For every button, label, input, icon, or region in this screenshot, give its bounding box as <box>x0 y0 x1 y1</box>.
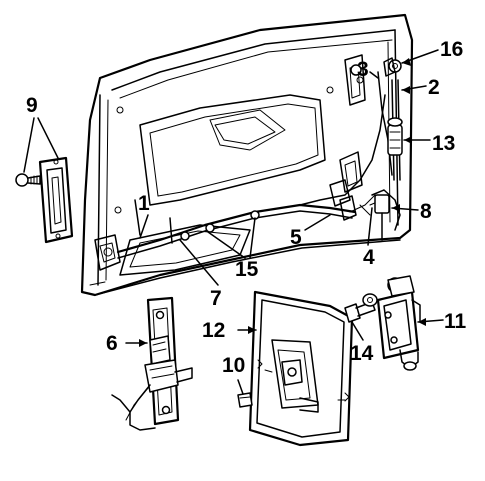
callout-9: 9 <box>26 94 38 117</box>
callout-10: 10 <box>222 354 245 377</box>
callout-1: 1 <box>138 192 150 215</box>
part-9-bracket <box>15 156 74 244</box>
part-11-hinge-latch <box>376 275 421 371</box>
callout-2: 2 <box>428 76 440 99</box>
callout-3: 3 <box>357 58 369 81</box>
leader-lines <box>23 49 444 395</box>
lock-rod-assembly <box>359 57 403 241</box>
part-10-bolt <box>237 392 253 408</box>
callout-14: 14 <box>350 342 374 365</box>
part-12-latch-panel <box>248 290 354 447</box>
callout-13: 13 <box>432 132 455 155</box>
callout-16: 16 <box>440 38 463 61</box>
inside-handle-assembly <box>329 54 366 221</box>
part-14-bolt <box>344 293 378 323</box>
callout-12: 12 <box>202 319 225 342</box>
callout-11: 11 <box>444 310 467 333</box>
callout-8: 8 <box>420 200 432 223</box>
callout-15: 15 <box>235 258 259 281</box>
callout-6: 6 <box>106 332 118 355</box>
callout-5: 5 <box>290 226 302 249</box>
leader-arrowheads <box>139 58 426 347</box>
callout-4: 4 <box>363 246 375 269</box>
door-inner-panel <box>80 13 414 297</box>
callout-7: 7 <box>210 287 222 310</box>
part-6-latch-bracket <box>111 296 193 431</box>
